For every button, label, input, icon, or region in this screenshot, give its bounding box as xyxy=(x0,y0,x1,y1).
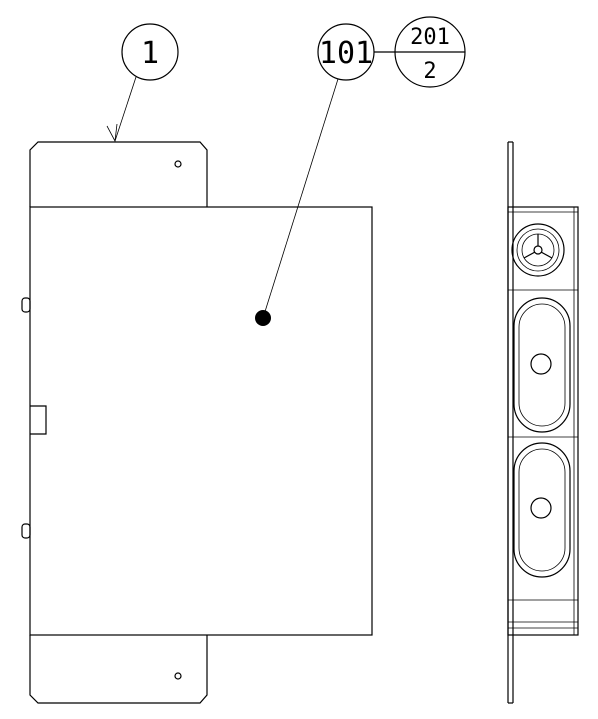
left-pin-upper xyxy=(22,298,30,312)
lower-slot-inner xyxy=(519,449,565,571)
leader-line-1 xyxy=(115,77,136,141)
gland-outer xyxy=(512,224,564,276)
balloon-label-101: 101 xyxy=(319,36,373,71)
top-mounting-hole xyxy=(175,161,181,167)
upper-slot-hole xyxy=(531,354,551,374)
lower-slot-outer xyxy=(514,443,570,577)
leader-arrow-1 xyxy=(107,124,117,141)
leader-line-101 xyxy=(263,79,338,318)
balloon-part-1: 1 xyxy=(107,24,178,141)
front-view xyxy=(22,142,372,703)
upper-slot-inner xyxy=(519,304,565,426)
bottom-mounting-bracket xyxy=(30,635,207,703)
left-side-tab xyxy=(30,406,46,434)
bottom-mounting-hole xyxy=(175,673,181,679)
top-mounting-bracket xyxy=(30,142,207,207)
main-cover xyxy=(30,207,372,635)
fraction-numerator: 201 xyxy=(410,25,450,50)
upper-slot-outer xyxy=(514,298,570,432)
lower-slot-hole xyxy=(531,498,551,518)
left-pin-lower xyxy=(22,524,30,538)
balloon-label-1: 1 xyxy=(141,36,159,71)
side-view xyxy=(508,142,578,703)
gland-hub xyxy=(534,246,542,254)
fraction-denominator: 2 xyxy=(423,59,436,84)
balloon-part-101: 101 201 2 xyxy=(263,17,465,318)
